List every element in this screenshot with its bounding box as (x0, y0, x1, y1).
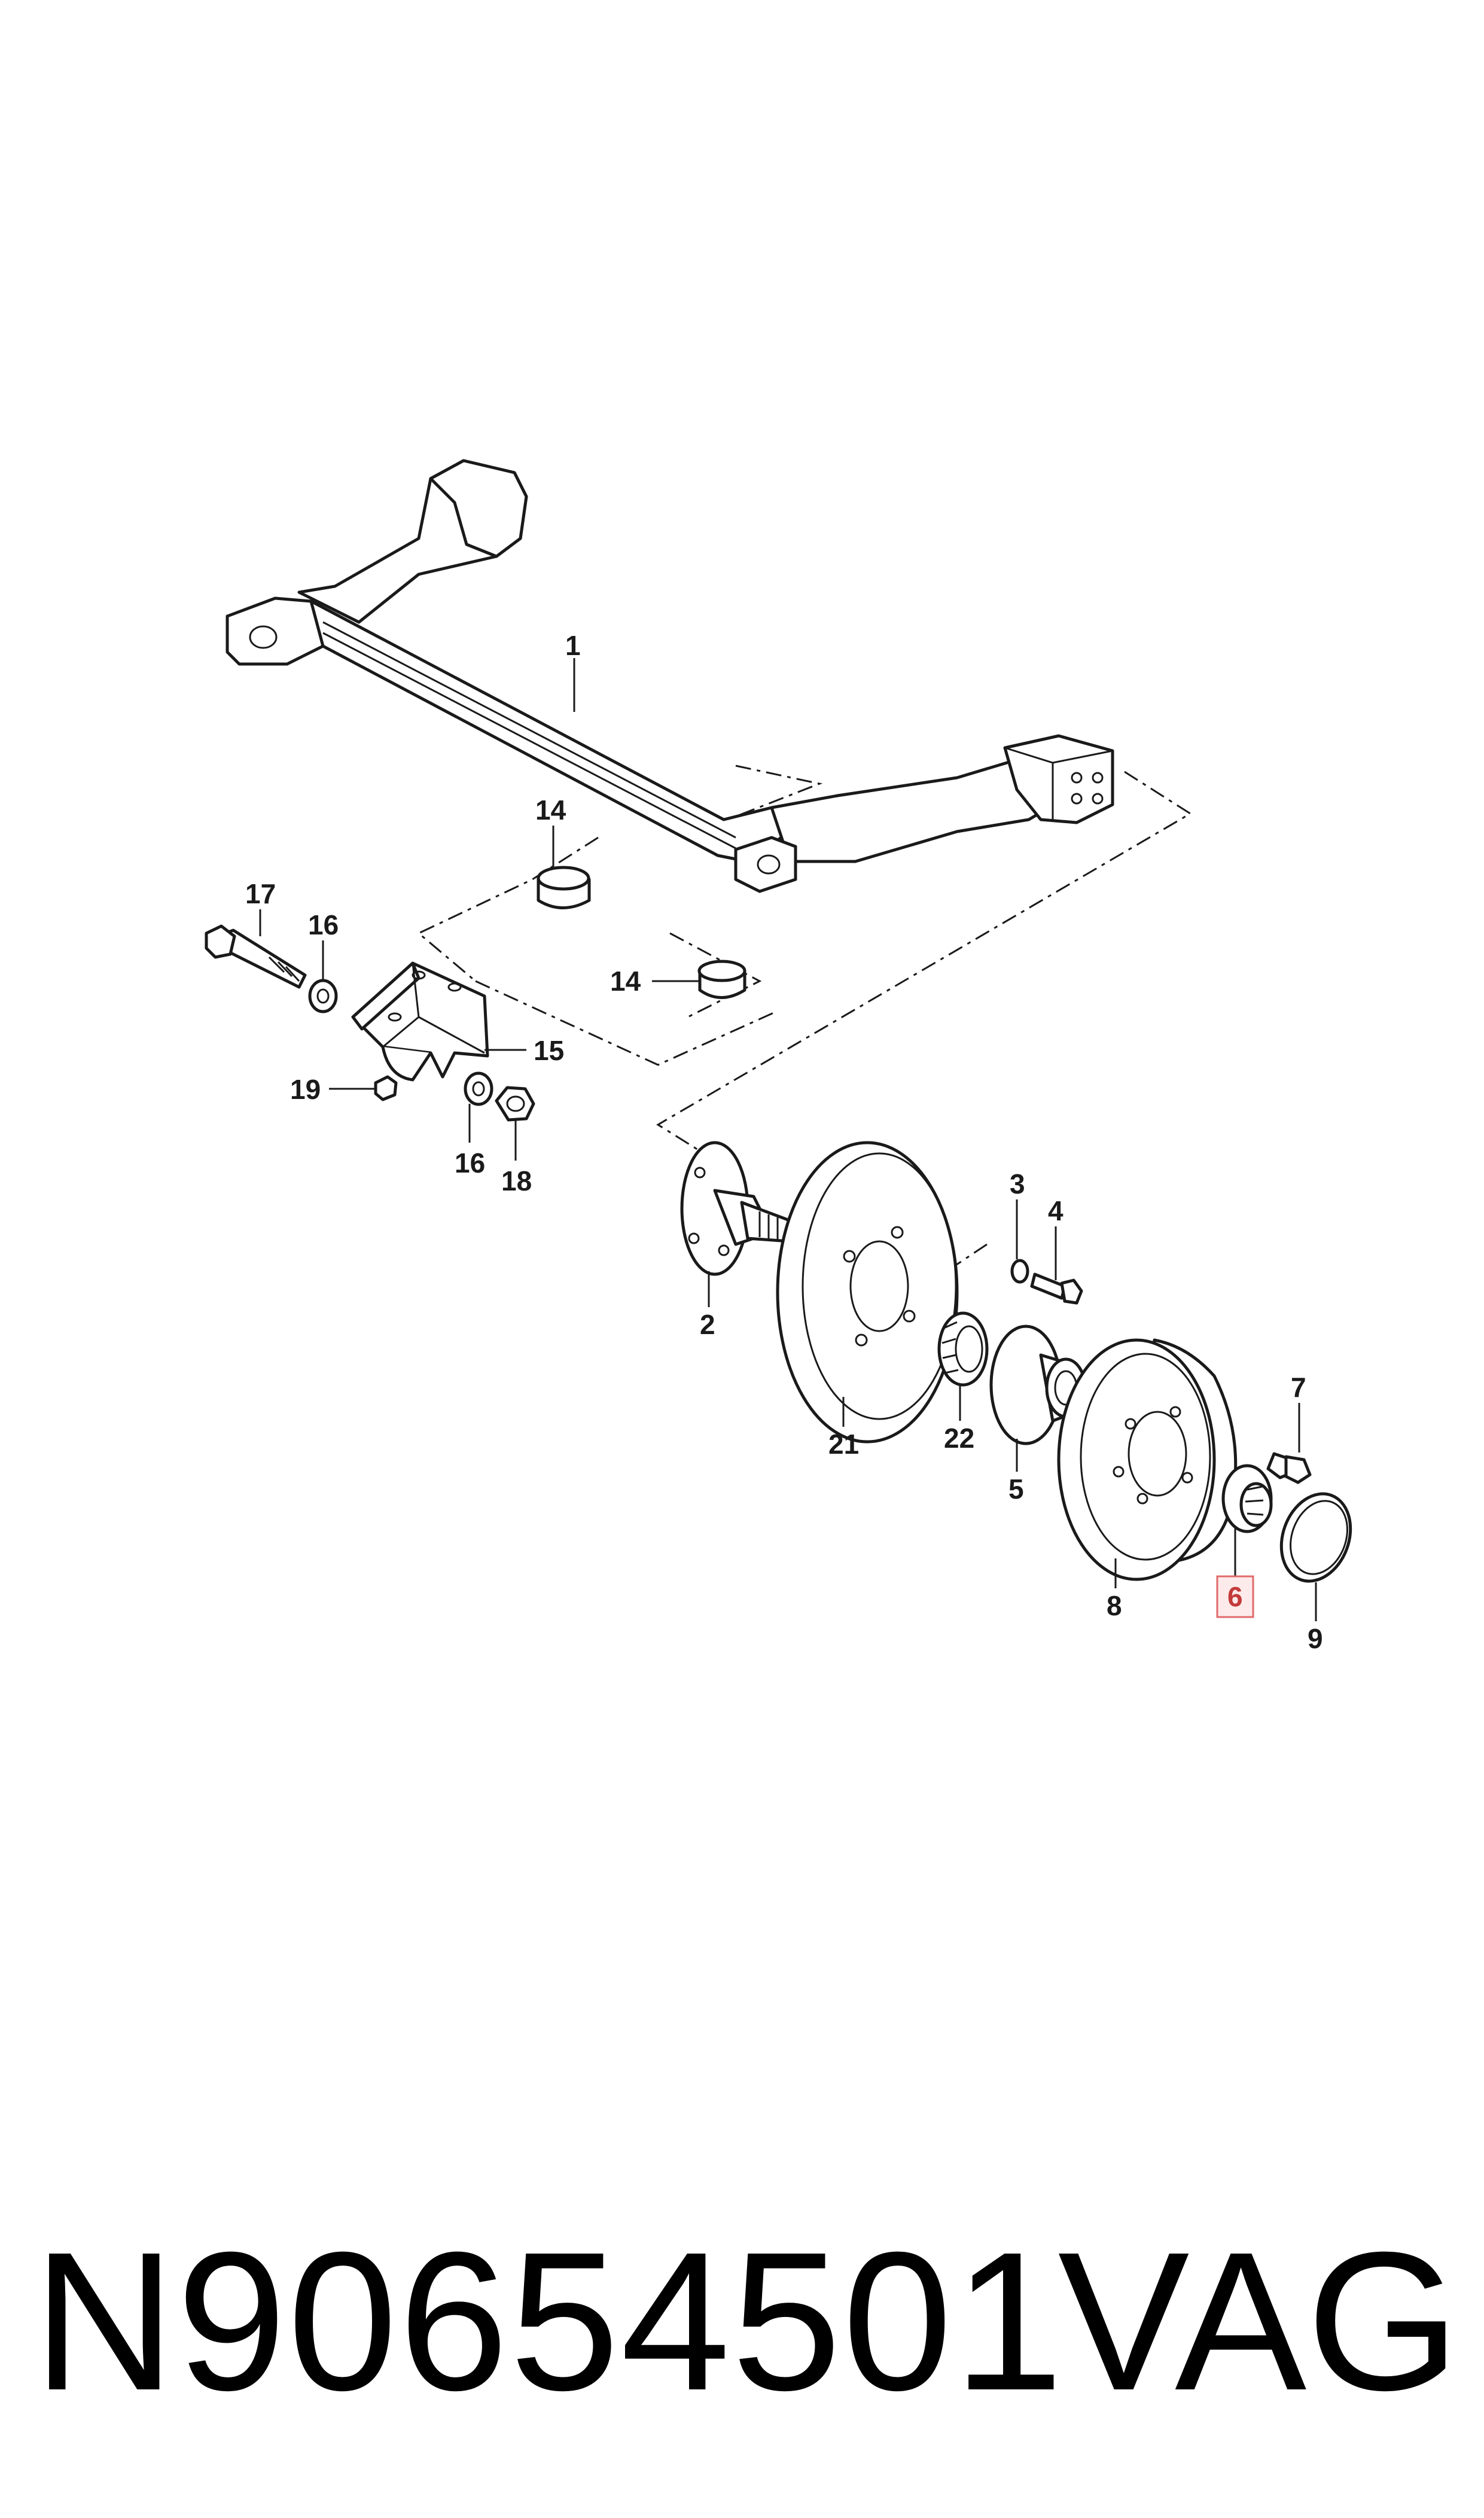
callout-16-upper: 16 (308, 909, 339, 940)
callout-9: 9 (1308, 1623, 1323, 1654)
bolt-17 (205, 924, 307, 989)
screw-7 (1266, 1452, 1312, 1484)
callout-14-lower: 14 (610, 966, 641, 997)
callout-21: 21 (828, 1429, 859, 1460)
axle-beam (226, 459, 1114, 893)
callout-19: 19 (290, 1074, 321, 1105)
callout-8: 8 (1107, 1590, 1122, 1621)
nut-19 (374, 1075, 398, 1101)
axle-nut-6 (1221, 1464, 1273, 1533)
washer-16b (464, 1071, 493, 1106)
callout-6-highlighted: 6 (1227, 1581, 1243, 1612)
callout-5: 5 (1008, 1473, 1024, 1505)
wheel-bearing-5 (989, 1325, 1087, 1445)
washer-3 (1010, 1259, 1029, 1284)
callout-16-lower: 16 (455, 1147, 485, 1179)
mounting-bracket-15 (351, 961, 489, 1082)
stub-axle-2 (680, 1141, 791, 1276)
callout-7: 7 (1291, 1372, 1306, 1403)
bushing-lower (697, 960, 746, 999)
brake-backing-plate-21 (776, 1141, 959, 1444)
callout-14-upper: 14 (535, 794, 566, 826)
highlight-box-6 (1216, 1575, 1254, 1618)
leader-lines (259, 658, 1317, 1621)
callout-labels: 1 14 14 17 16 15 19 16 18 3 4 2 7 21 22 … (245, 630, 1323, 1654)
callout-4: 4 (1048, 1195, 1064, 1226)
bushing-upper (537, 866, 591, 909)
footer: N90654501 VAG (0, 2213, 1484, 2429)
callout-1: 1 (565, 630, 581, 661)
exploded-parts-diagram: 1 14 14 17 16 15 19 16 18 3 4 2 7 21 22 … (205, 459, 1352, 1654)
bolt-4 (1030, 1272, 1083, 1305)
part-number: N90654501 (33, 2211, 1065, 2431)
washer-16a (308, 979, 338, 1013)
callout-15: 15 (534, 1035, 564, 1066)
callout-17: 17 (245, 878, 276, 909)
nut-18 (495, 1086, 535, 1122)
sensor-ring-22 (937, 1311, 989, 1387)
callout-2: 2 (700, 1309, 715, 1340)
brand-name: VAG (1058, 2211, 1460, 2431)
grease-cap-9 (1279, 1492, 1352, 1583)
brake-drum-8 (1057, 1338, 1238, 1581)
callout-18: 18 (501, 1165, 532, 1196)
callout-3: 3 (1010, 1168, 1025, 1199)
callout-22: 22 (944, 1423, 974, 1454)
